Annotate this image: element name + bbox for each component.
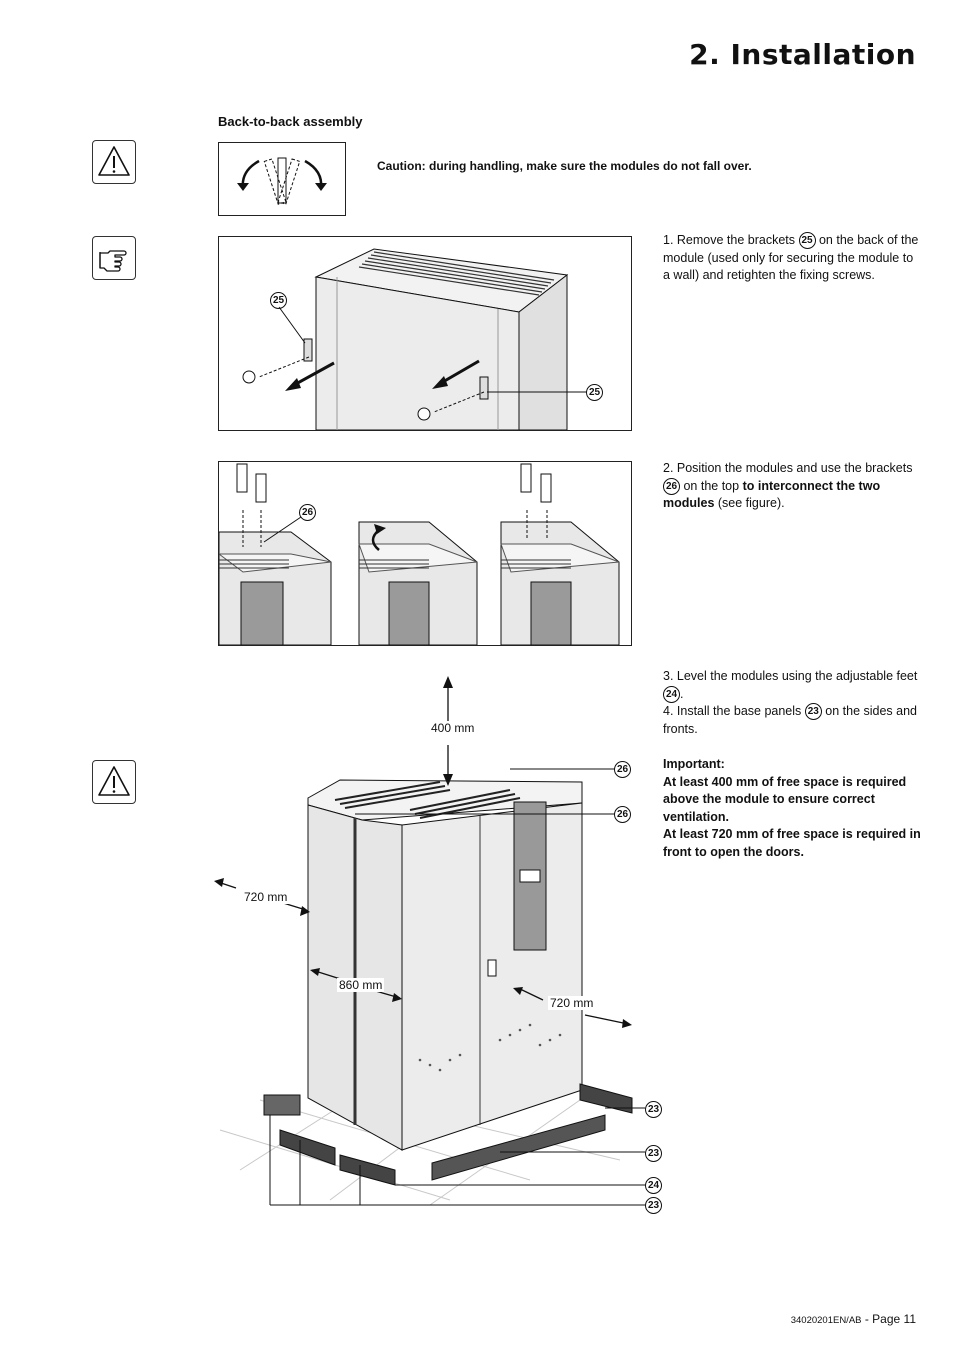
dim-top-label: 400 mm: [429, 721, 477, 735]
callout-24: 24: [645, 1177, 662, 1194]
pointing-hand-icon: [92, 236, 136, 280]
callout-23: 23: [645, 1197, 662, 1214]
page-title: 2. Installation: [689, 38, 916, 71]
callout-25: 25: [586, 384, 603, 401]
callout-23: 23: [645, 1101, 662, 1118]
dim-left-label: 720 mm: [242, 890, 290, 904]
step-2-text: 2. Position the modules and use the brac…: [663, 461, 913, 510]
warning-triangle-icon: [92, 140, 136, 184]
section-heading: Back-to-back assembly: [218, 114, 363, 129]
important-note: Important: At least 400 mm of free space…: [663, 757, 921, 859]
ref-23: 23: [804, 703, 822, 721]
step-3-text: 3. Level the modules using the adjustabl…: [663, 668, 921, 703]
callout-26: 26: [299, 504, 316, 521]
ref-25: 25: [798, 232, 816, 250]
step-4-text: 4. Install the base panels 23 on the sid…: [663, 703, 918, 736]
document-code: 34020201EN/AB: [790, 1315, 862, 1326]
callout-26: 26: [614, 806, 631, 823]
step-1-text: 1. Remove the brackets 25 on the back of…: [663, 232, 919, 282]
callout-25: 25: [270, 292, 287, 309]
callout-26: 26: [614, 761, 631, 778]
caution-text: Caution: during handling, make sure the …: [377, 159, 752, 173]
callout-23: 23: [645, 1145, 662, 1162]
dim-front-label: 720 mm: [548, 996, 596, 1010]
ref-26: 26: [663, 477, 680, 495]
tilt-caution-figure: [218, 142, 346, 216]
page-number: - Page 11: [864, 1312, 916, 1326]
warning-triangle-icon: [92, 760, 136, 804]
dim-width-label: 860 mm: [337, 978, 385, 992]
remove-brackets-figure: 25 25: [218, 236, 632, 431]
page-footer: 34020201EN/AB - Page 11: [791, 1312, 916, 1326]
clearance-figure: 400 mm 720 mm 860 mm 720 mm 26 26 23 23 …: [200, 670, 670, 1230]
ref-24: 24: [663, 685, 680, 703]
interconnect-brackets-figure: 26: [218, 461, 632, 646]
